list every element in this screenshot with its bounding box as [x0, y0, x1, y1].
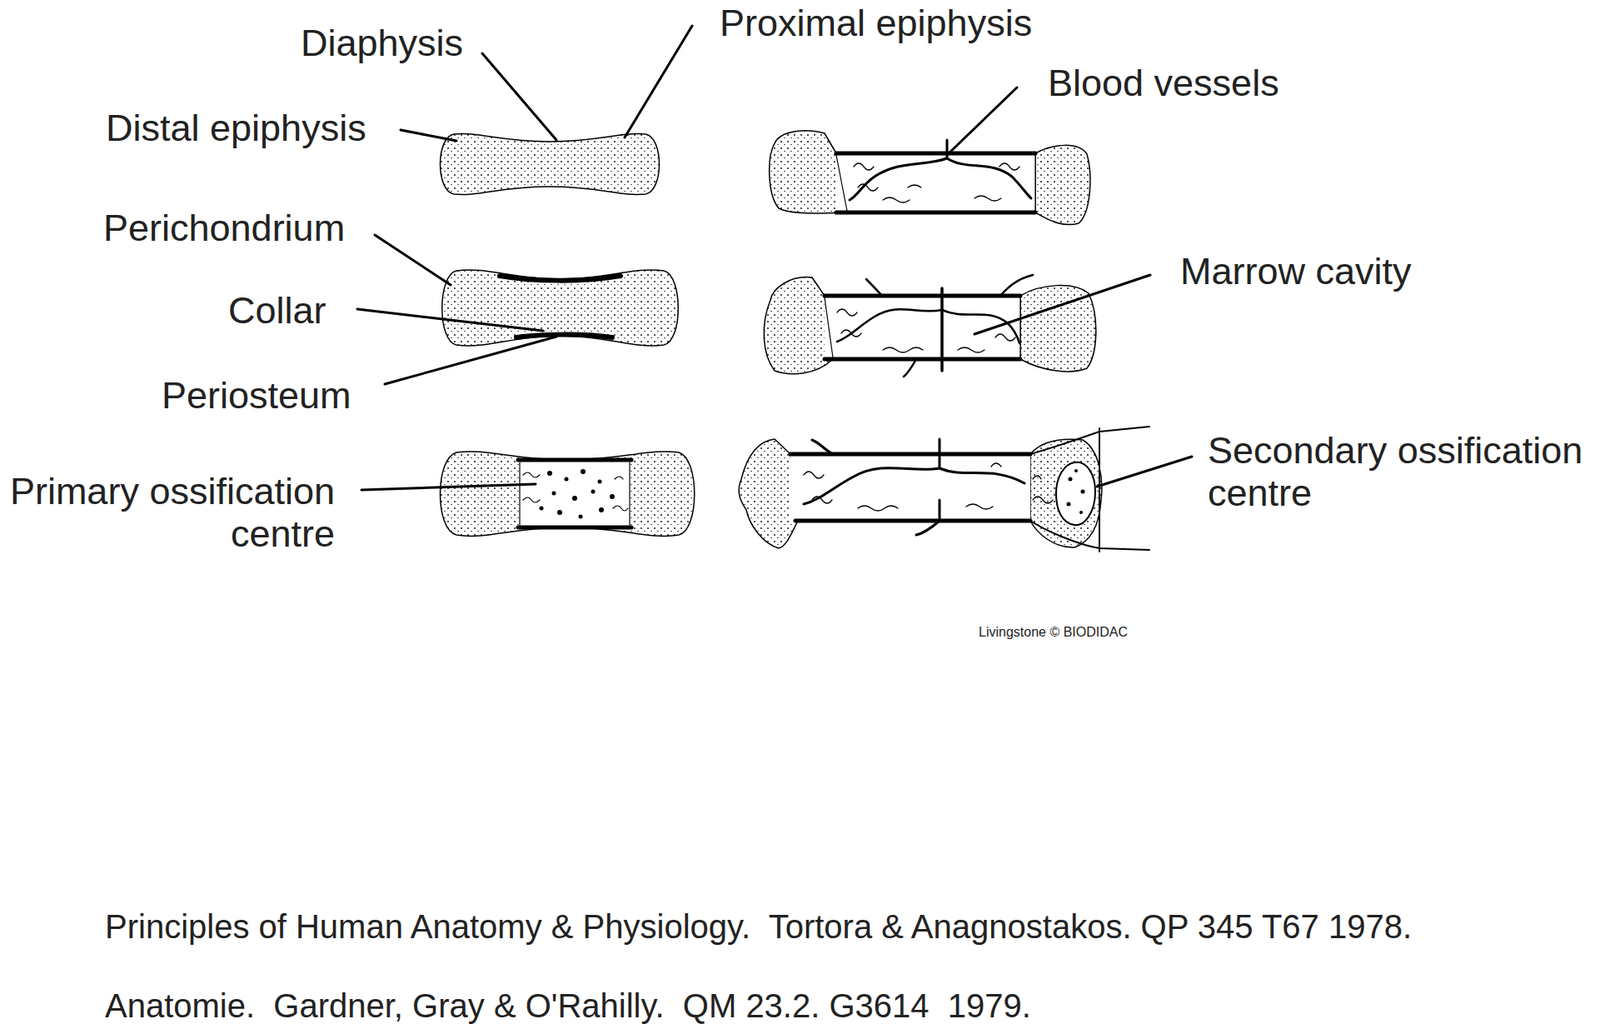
part-label: Collar [228, 289, 327, 332]
part-label: Proximal epiphysis [719, 1, 1032, 45]
part-label: Marrow cavity [1180, 249, 1412, 293]
reference-note: Principles of Human Anatomy & Physiology… [104, 905, 1412, 948]
part-label: Periosteum [161, 373, 352, 417]
part-label: Diaphysis [300, 21, 464, 65]
part-label: Perichondrium [103, 206, 345, 250]
part-label: Distal epiphysis [105, 106, 367, 150]
part-label: Secondary ossification centre [1207, 428, 1593, 514]
reference-note: Anatomie. Gardner, Gray & O'Rahilly. QM … [104, 984, 1032, 1024]
part-label: Blood vessels [1047, 61, 1280, 105]
part-label: Primary ossification centre [1, 469, 335, 555]
credit-note: Livingstone © BIODIDAC [978, 623, 1128, 641]
